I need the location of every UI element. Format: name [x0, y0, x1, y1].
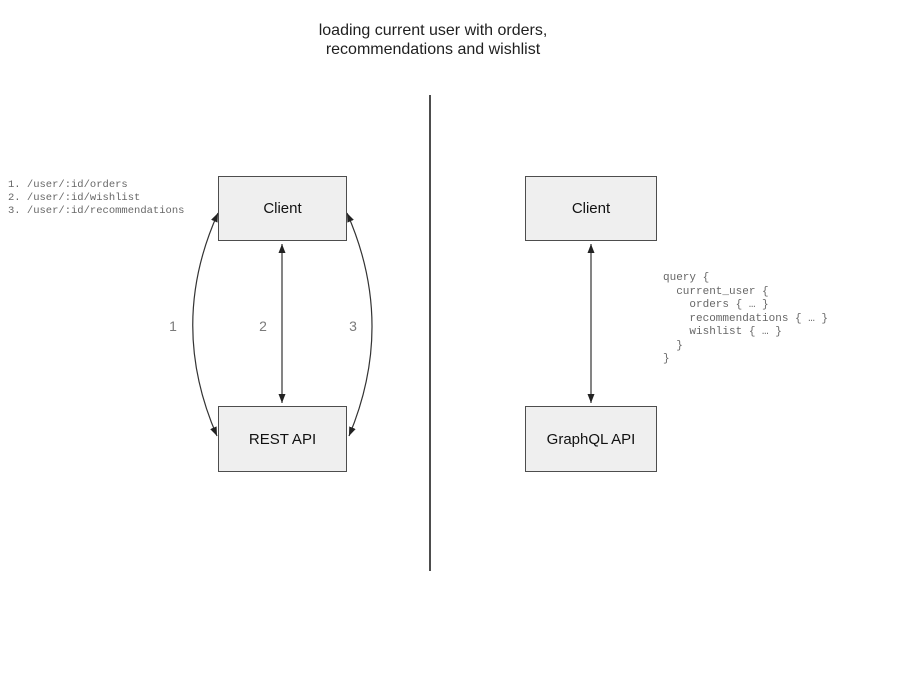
diagram-title: loading current user with orders, recomm… — [318, 22, 548, 58]
rest-api-box: REST API — [218, 406, 347, 472]
graphql-client-box: Client — [525, 176, 657, 241]
rest-arrow-1-curve — [192, 212, 219, 437]
rest-arrow-label-2: 2 — [259, 318, 267, 334]
rest-client-box: Client — [218, 176, 347, 241]
graphql-query-text: query { current_user { orders { … } reco… — [663, 272, 829, 365]
rest-arrow-3-curve — [346, 212, 373, 437]
rest-arrow-label-1: 1 — [169, 318, 177, 334]
rest-client-label: Client — [263, 200, 302, 217]
rest-endpoints-list: 1. /user/:id/orders 2. /user/:id/wishlis… — [8, 179, 185, 217]
rest-api-label: REST API — [248, 430, 317, 448]
graphql-client-label: Client — [571, 200, 611, 217]
graphql-api-label: GraphQL API — [546, 430, 636, 448]
divider-line — [429, 95, 431, 571]
graphql-api-box: GraphQL API — [525, 406, 657, 472]
rest-arrow-label-3: 3 — [349, 318, 357, 334]
